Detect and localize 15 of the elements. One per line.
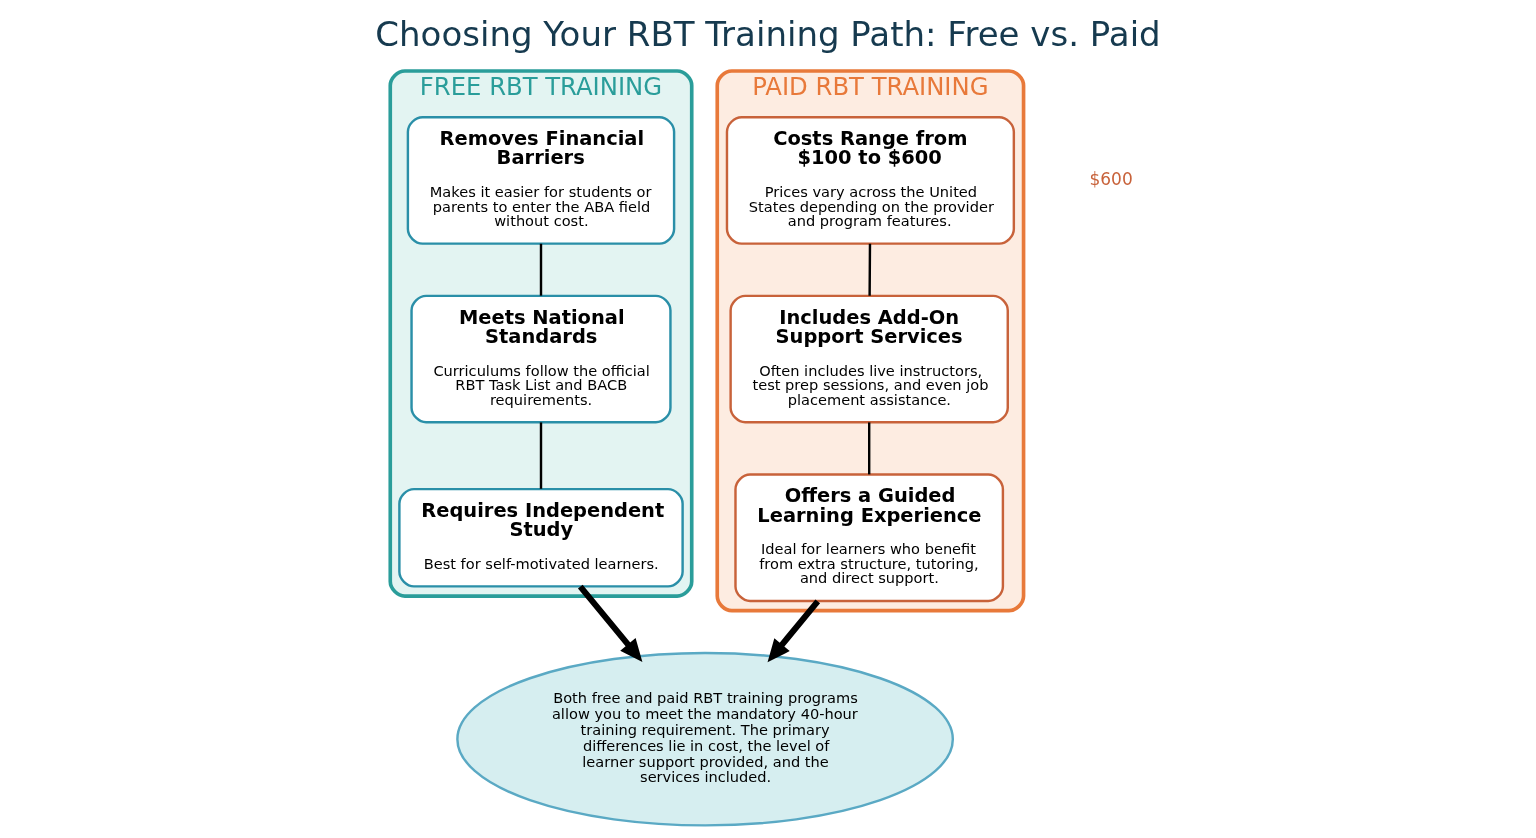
node-ellipse: Both free and paid RBT training programs allow you to meet the mandatory 40-hour training requirement. The primary differences lie in cost, the level of learner support provided, and the services included.: [456, 651, 955, 827]
node-box: Costs Range from $100 to $600 Prices vary across the United States depending on the provider and program features.: [725, 115, 1016, 245]
connector: [867, 421, 871, 474]
node-box: Offers a Guided Learning Experience Ideal for learners who benefit from extra structure, tutoring, and direct support.: [734, 472, 1005, 602]
node-box: Removes Financial Barriers Makes it easier for students or parents to enter the ABA field without cost.: [406, 115, 676, 245]
connector: [868, 243, 872, 296]
diagram-title: Choosing Your RBT Training Path: Free vs. Paid: [375, 13, 1161, 54]
connector: [539, 421, 543, 489]
node-box: Requires Independent Study Best for self-motivated learners.: [398, 487, 684, 588]
label: $600: [1089, 168, 1133, 189]
connector: [539, 243, 543, 296]
arrow: [767, 598, 821, 662]
node-box: Meets National Standards Curriculums follow the official RBT Task List and BACB requirements.: [410, 294, 672, 423]
arrow: [577, 584, 643, 662]
node-box: Includes Add-On Support Services Often includes live instructors, test prep sessions, and even job placement assistance.: [729, 294, 1009, 423]
